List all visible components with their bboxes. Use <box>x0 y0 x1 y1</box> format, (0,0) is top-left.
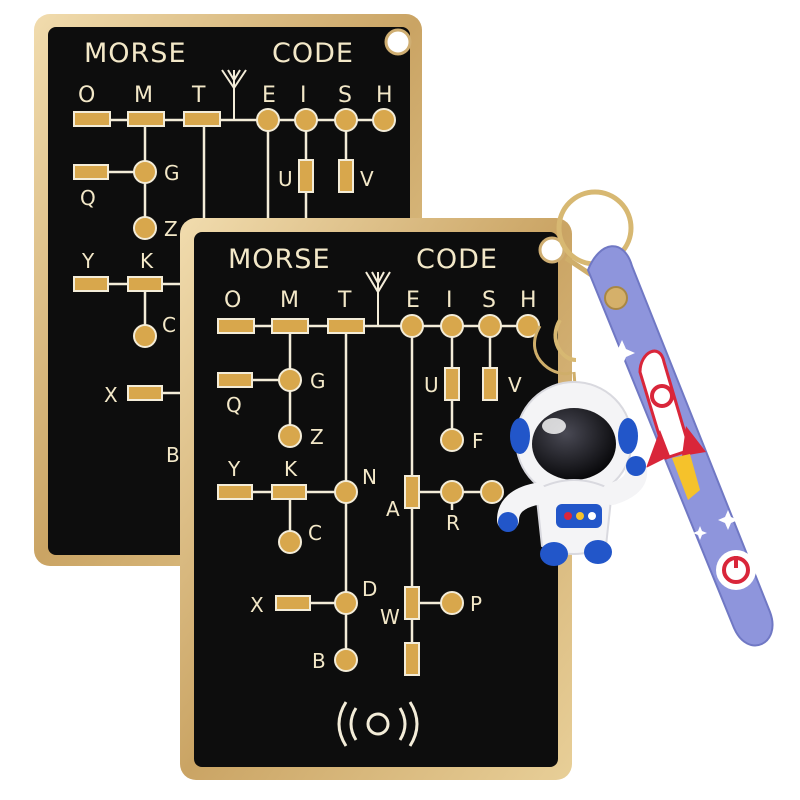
letter-B: B <box>166 443 180 467</box>
power-icon <box>716 550 756 590</box>
letter-Z: Z <box>164 217 178 241</box>
morse-dot <box>294 108 318 132</box>
morse-dash <box>217 372 253 388</box>
letter-X: X <box>250 593 264 617</box>
morse-dash <box>404 642 420 676</box>
letter-D: D <box>362 577 377 601</box>
rocket-icon <box>638 349 706 500</box>
morse-dash <box>127 111 165 127</box>
morse-dash <box>404 586 420 620</box>
letter-Z: Z <box>310 425 324 449</box>
letter-T: T <box>337 288 352 313</box>
morse-dot <box>256 108 280 132</box>
letter-K: K <box>140 249 154 273</box>
letter-Q: Q <box>226 393 242 417</box>
letter-Y: Y <box>81 249 95 273</box>
morse-dash <box>73 276 109 292</box>
morse-dot <box>278 530 302 554</box>
morse-dot <box>480 480 504 504</box>
morse-dot <box>278 424 302 448</box>
letter-V: V <box>508 373 522 397</box>
morse-dot <box>133 216 157 240</box>
card-hole <box>384 28 412 56</box>
morse-dot <box>440 480 464 504</box>
morse-dash <box>327 318 365 334</box>
letter-F: F <box>472 429 484 453</box>
morse-dot <box>334 648 358 672</box>
morse-dot <box>440 591 464 615</box>
morse-dot <box>133 324 157 348</box>
letter-S: S <box>338 83 352 108</box>
letter-N: N <box>362 465 377 489</box>
morse-dot <box>478 314 502 338</box>
letter-Y: Y <box>227 457 241 481</box>
morse-dot <box>372 108 396 132</box>
antenna-icon <box>221 69 247 120</box>
antenna-icon <box>365 271 391 326</box>
morse-dash <box>183 111 221 127</box>
letter-X: X <box>104 383 118 407</box>
letter-B: B <box>312 649 326 673</box>
letter-E: E <box>406 288 420 313</box>
morse-dash <box>444 367 460 401</box>
letter-R: R <box>446 511 460 535</box>
letter-H: H <box>376 83 393 108</box>
card-title-right: CODE <box>416 244 498 275</box>
astronaut-charm <box>497 318 648 566</box>
card-title-right: CODE <box>272 38 354 69</box>
morse-dash <box>73 111 111 127</box>
letter-O: O <box>78 83 95 108</box>
morse-dot <box>400 314 424 338</box>
morse-dot <box>440 428 464 452</box>
morse-dot <box>334 591 358 615</box>
letter-U: U <box>424 373 439 397</box>
morse-dash <box>271 318 309 334</box>
keychain-strap <box>556 189 774 647</box>
morse-dash <box>271 484 307 500</box>
letter-G: G <box>164 161 180 185</box>
letter-T: T <box>191 83 206 108</box>
morse-dash <box>127 276 163 292</box>
letter-A: A <box>386 497 400 521</box>
letter-U: U <box>278 167 293 191</box>
letter-M: M <box>280 288 299 313</box>
morse-dash <box>73 164 109 180</box>
card-title-left: MORSE <box>84 38 187 69</box>
morse-dash <box>404 475 420 509</box>
morse-dash <box>217 484 253 500</box>
letter-O: O <box>224 288 241 313</box>
letter-P: P <box>470 592 482 616</box>
morse-dash <box>217 318 255 334</box>
morse-dot <box>278 368 302 392</box>
morse-dot <box>334 108 358 132</box>
letter-M: M <box>134 83 153 108</box>
letter-W: W <box>380 605 400 629</box>
morse-dash <box>482 367 498 401</box>
letter-H: H <box>520 288 537 313</box>
letter-V: V <box>360 167 374 191</box>
card-face <box>194 232 558 767</box>
letter-Q: Q <box>80 186 96 210</box>
letter-C: C <box>162 313 176 337</box>
morse-dot <box>440 314 464 338</box>
letter-S: S <box>482 288 496 313</box>
letter-E: E <box>262 83 276 108</box>
morse-dot <box>133 160 157 184</box>
morse-dash <box>275 595 311 611</box>
letter-K: K <box>284 457 298 481</box>
letter-I: I <box>300 83 307 108</box>
morse-card-front: MORSE CODE <box>180 218 572 780</box>
vibration-icon <box>337 701 419 747</box>
letter-I: I <box>446 288 453 313</box>
morse-dash <box>338 159 354 193</box>
morse-dash <box>127 385 163 401</box>
card-title-left: MORSE <box>228 244 331 275</box>
morse-dot <box>334 480 358 504</box>
morse-dash <box>298 159 314 193</box>
letter-C: C <box>308 521 322 545</box>
letter-G: G <box>310 369 326 393</box>
